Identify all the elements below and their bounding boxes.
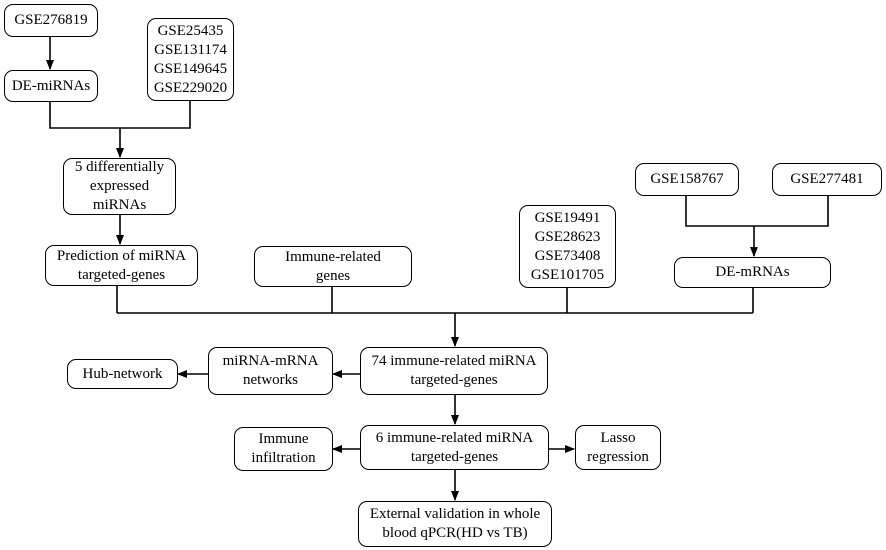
node-immune-74: 74 immune-related miRNA targeted-genes (360, 347, 548, 395)
node-de-mrnas: DE-mRNAs (674, 257, 831, 288)
node-hub-network: Hub-network (67, 359, 178, 389)
node-line: Lasso (600, 429, 636, 446)
node-line: GSE25435 (157, 22, 224, 39)
node-line: miRNAs (92, 197, 147, 213)
node-prediction: Prediction of miRNA targeted-genes (45, 245, 198, 286)
node-line: GSE19491 (534, 209, 601, 226)
node-text: miRNA-mRNA networks (223, 352, 319, 390)
node-lasso: Lasso regression (575, 425, 661, 470)
node-text: 6 immune-related miRNA targeted-genes (376, 429, 533, 467)
node-line: 74 immune-related miRNA (371, 353, 537, 369)
node-line: DE-mRNAs (715, 264, 790, 280)
node-text: GSE158767 (650, 170, 723, 189)
node-line: External validation in whole (369, 506, 541, 522)
node-line: Prediction of miRNA (56, 247, 187, 264)
node-line: GSE28623 (534, 228, 601, 245)
node-text: Immune-related genes (285, 248, 381, 286)
node-line: GSE229020 (153, 79, 228, 96)
node-de-mirnas: DE-miRNAs (4, 70, 98, 102)
node-gse158767: GSE158767 (635, 163, 739, 196)
node-immune-6: 6 immune-related miRNA targeted-genes (360, 425, 549, 470)
node-line: GSE158767 (650, 171, 724, 187)
node-line: miRNA-mRNA (222, 353, 319, 369)
node-immune-infiltration: Immune infiltration (234, 427, 333, 471)
connector-de-mirnas-merge (49, 101, 191, 129)
node-line: targeted-genes (410, 448, 499, 465)
node-line: GSE277481 (790, 171, 864, 187)
node-text: DE-miRNAs (12, 77, 90, 96)
node-networks: miRNA-mRNA networks (208, 347, 333, 395)
node-diff-expressed-mirnas: 5 differentially expressed miRNAs (63, 158, 176, 215)
node-line: 6 immune-related miRNA (375, 429, 534, 446)
node-line: DE-miRNAs (11, 77, 91, 94)
node-line: GSE101705 (530, 266, 605, 283)
node-text: Prediction of miRNA targeted-genes (57, 247, 186, 285)
node-text: Immune infiltration (251, 430, 315, 468)
node-text: GSE276819 (14, 11, 87, 30)
node-line: Immune (258, 431, 309, 447)
node-line: blood qPCR(HD vs TB) (382, 525, 528, 541)
node-line: expressed (89, 178, 150, 194)
node-text: 74 immune-related miRNA targeted-genes (372, 352, 537, 390)
node-line: 5 differentially (74, 159, 165, 175)
node-line: Immune-related (285, 248, 381, 265)
node-immune-genes: Immune-related genes (254, 246, 412, 287)
node-line: networks (243, 372, 298, 388)
node-gse276819: GSE276819 (4, 4, 98, 37)
node-line: Hub-network (82, 365, 163, 382)
node-external-validation: External validation in whole blood qPCR(H… (358, 501, 552, 547)
node-line: infiltration (251, 450, 316, 466)
node-text: External validation in whole blood qPCR(H… (370, 505, 540, 543)
node-text: Hub-network (83, 365, 163, 384)
node-gse277481: GSE277481 (772, 163, 882, 196)
node-line: GSE276819 (14, 12, 88, 28)
node-line: targeted-genes (77, 266, 166, 283)
node-text: Lasso regression (587, 429, 649, 467)
node-line: GSE73408 (534, 247, 601, 264)
node-line: GSE131174 (154, 41, 227, 58)
node-line: GSE149645 (153, 60, 228, 77)
node-line: regression (587, 448, 649, 465)
node-text: 5 differentially expressed miRNAs (75, 158, 164, 215)
node-text: DE-mRNAs (715, 263, 789, 282)
node-line: targeted-genes (410, 372, 498, 388)
connector-gse-mrna-merge (685, 196, 829, 227)
node-line: genes (315, 267, 351, 284)
node-text: GSE277481 (790, 170, 863, 189)
